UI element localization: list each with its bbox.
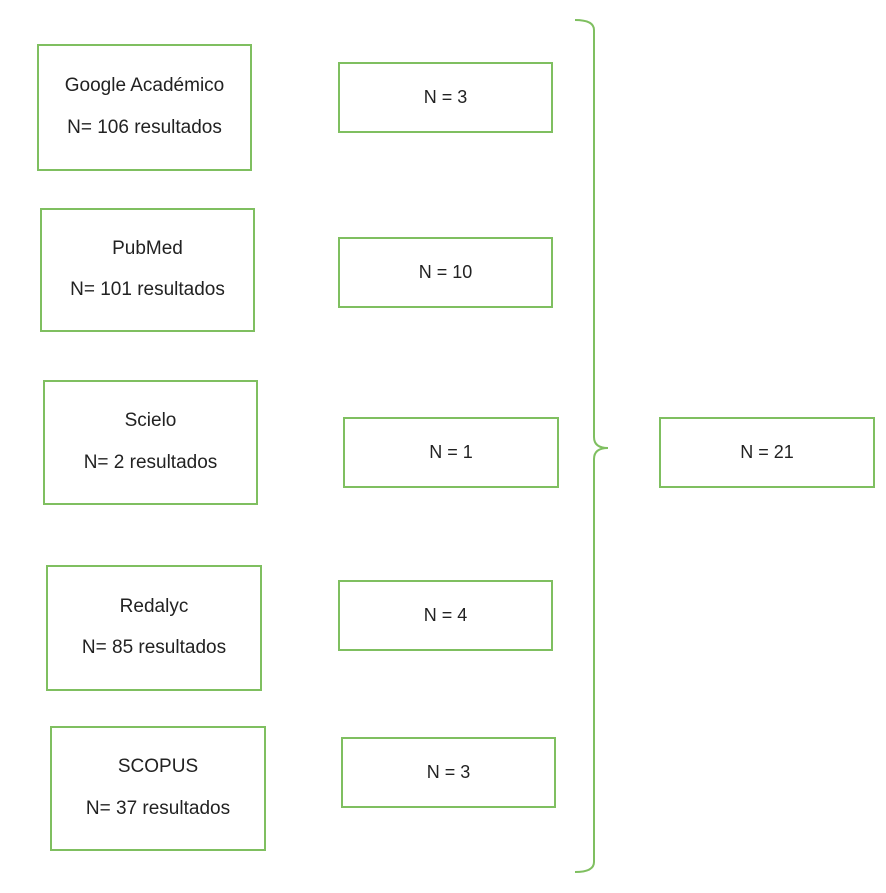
source-box-google-academico: Google Académico N= 106 resultados bbox=[37, 44, 252, 171]
total-box: N = 21 bbox=[659, 417, 875, 488]
source-results: N= 85 resultados bbox=[81, 637, 227, 659]
selected-box-scopus: N = 3 bbox=[341, 737, 556, 808]
source-results: N= 106 resultados bbox=[67, 117, 222, 139]
source-name: SCOPUS bbox=[117, 756, 199, 778]
selected-count: N = 1 bbox=[429, 441, 473, 462]
source-box-scopus: SCOPUS N= 37 resultados bbox=[50, 726, 266, 851]
source-box-scielo: Scielo N= 2 resultados bbox=[43, 380, 258, 505]
bracket-path bbox=[574, 19, 609, 873]
source-results: N= 37 resultados bbox=[85, 797, 231, 819]
source-name: PubMed bbox=[112, 238, 183, 260]
selected-count: N = 3 bbox=[423, 86, 468, 107]
source-name: Scielo bbox=[124, 410, 177, 432]
source-results: N= 101 resultados bbox=[70, 279, 225, 301]
selected-box-google-academico: N = 3 bbox=[338, 62, 553, 133]
selected-count: N = 10 bbox=[418, 261, 473, 282]
selected-count: N = 3 bbox=[426, 761, 471, 782]
source-results: N= 2 resultados bbox=[83, 451, 218, 473]
selected-box-pubmed: N = 10 bbox=[338, 237, 553, 308]
selected-box-redalyc: N = 4 bbox=[338, 580, 553, 651]
source-box-pubmed: PubMed N= 101 resultados bbox=[40, 208, 255, 332]
source-name: Redalyc bbox=[119, 595, 189, 617]
source-box-redalyc: Redalyc N= 85 resultados bbox=[46, 565, 262, 691]
total-count: N = 21 bbox=[740, 441, 794, 462]
selected-box-scielo: N = 1 bbox=[343, 417, 559, 488]
selected-count: N = 4 bbox=[423, 604, 468, 625]
source-name: Google Académico bbox=[64, 75, 225, 97]
